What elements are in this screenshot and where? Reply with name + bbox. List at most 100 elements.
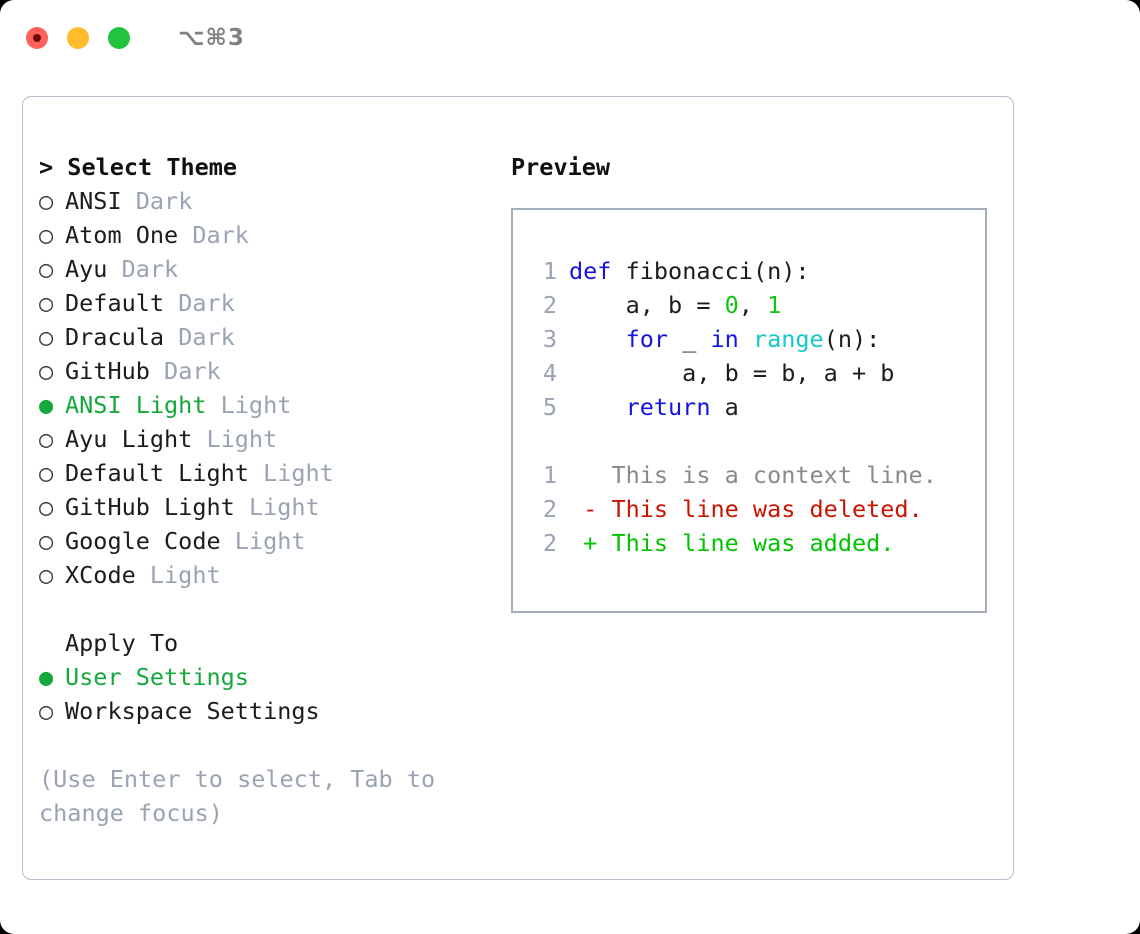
apply-to-option-label: User Settings	[65, 663, 249, 691]
theme-option-name: Default Light	[65, 459, 264, 487]
theme-option-default-light[interactable]: ○ Default Light Light	[39, 456, 501, 490]
diff-line-number: 2	[542, 529, 557, 557]
code-token	[739, 325, 753, 353]
code-token: ,	[738, 291, 768, 319]
diff-line-text: - This line was deleted.	[569, 495, 923, 523]
theme-option-xcode[interactable]: ○ XCode Light	[39, 558, 501, 592]
code-line-number: 5	[542, 393, 557, 421]
radio-unselected-icon[interactable]: ○	[39, 289, 54, 317]
code-line-number: 4	[542, 359, 557, 387]
radio-unselected-icon[interactable]: ○	[39, 323, 54, 351]
keyboard-hint-text: (Use Enter to select, Tab to change focu…	[39, 765, 450, 827]
apply-to-list: ● User Settings ○ Workspace Settings	[39, 660, 501, 728]
code-token	[569, 325, 626, 353]
code-line: 3 for _ in range(n):	[531, 322, 985, 356]
diff-line-text: This is a context line.	[569, 461, 937, 489]
theme-option-variant: Light	[248, 493, 320, 521]
code-token: a, b =	[569, 291, 725, 319]
radio-unselected-icon[interactable]: ○	[39, 357, 54, 385]
theme-option-google-code[interactable]: ○Google Code Light	[39, 524, 501, 558]
diff-line-add: 2 + This line was added.	[531, 526, 985, 560]
theme-option-ansi-light[interactable]: ●ANSI Light Light	[39, 388, 501, 422]
apply-to-option-label: Workspace Settings	[65, 697, 320, 725]
theme-option-variant: Light	[149, 561, 221, 589]
radio-unselected-icon[interactable]: ○	[39, 527, 54, 555]
theme-option-name: ANSI	[65, 187, 136, 215]
theme-option-name: GitHub	[65, 357, 165, 385]
apply-to-option-user-settings[interactable]: ● User Settings	[39, 660, 501, 694]
theme-option-name: Ayu Light	[65, 425, 207, 453]
theme-option-github-light[interactable]: ○ GitHub Light Light	[39, 490, 501, 524]
code-token: def	[569, 257, 612, 285]
code-token: range	[752, 325, 824, 353]
code-token: 1	[767, 291, 782, 319]
maximize-button-icon[interactable]	[108, 27, 130, 49]
theme-option-name: Dracula	[65, 323, 179, 351]
code-token: 0	[724, 291, 739, 319]
radio-selected-icon[interactable]: ●	[39, 391, 54, 419]
close-button-icon[interactable]	[26, 27, 48, 49]
theme-option-atom-one[interactable]: ○Atom One Dark	[39, 218, 501, 252]
radio-unselected-icon[interactable]: ○	[39, 187, 54, 215]
radio-unselected-icon[interactable]: ○	[39, 493, 54, 521]
diff-line-number: 1	[542, 461, 557, 489]
theme-option-variant: Dark	[121, 255, 179, 283]
theme-option-default[interactable]: ○Default Dark	[39, 286, 501, 320]
theme-option-name: XCode	[65, 561, 150, 589]
theme-option-variant: Dark	[164, 357, 221, 385]
radio-selected-icon[interactable]: ●	[39, 663, 54, 691]
window-controls	[26, 27, 130, 49]
theme-option-variant: Dark	[135, 187, 193, 215]
keyboard-shortcut-label: ⌥⌘3	[178, 25, 245, 51]
theme-option-name: Default	[65, 289, 179, 317]
code-token: return	[625, 393, 711, 421]
radio-unselected-icon[interactable]: ○	[39, 425, 54, 453]
diff-line-ctx: 1 This is a context line.	[531, 458, 985, 492]
theme-option-variant: Light	[206, 425, 278, 453]
theme-option-variant: Light	[220, 391, 292, 419]
code-token: a, b = b, a + b	[569, 359, 895, 387]
code-token	[611, 257, 625, 285]
apply-to-heading-marker	[39, 626, 65, 660]
code-line: 4 a, b = b, a + b	[531, 356, 985, 390]
theme-list: ○ANSI Dark○Atom One Dark○Ayu Dark○Defaul…	[39, 184, 501, 592]
diff-line-number: 2	[542, 495, 557, 523]
theme-option-ansi[interactable]: ○ ANSI Dark	[39, 184, 501, 218]
section-spacer	[39, 592, 501, 626]
hint-spacer	[39, 728, 501, 762]
theme-option-variant: Light	[234, 527, 306, 555]
apply-to-heading-label: Apply To	[65, 629, 179, 657]
radio-unselected-icon[interactable]: ○	[39, 255, 54, 283]
radio-unselected-icon[interactable]: ○	[39, 697, 54, 725]
code-line-number: 1	[542, 257, 557, 285]
radio-unselected-icon[interactable]: ○	[39, 221, 54, 249]
code-line-number: 3	[542, 325, 557, 353]
radio-unselected-icon[interactable]: ○	[39, 459, 54, 487]
code-line: 5 return a	[531, 390, 985, 424]
code-token: _	[668, 325, 711, 353]
diff-line-text: + This line was added.	[569, 529, 895, 557]
radio-unselected-icon[interactable]: ○	[39, 561, 54, 589]
apply-to-option-workspace-settings[interactable]: ○ Workspace Settings	[39, 694, 501, 728]
minimize-button-icon[interactable]	[67, 27, 89, 49]
diff-line-del: 2 - This line was deleted.	[531, 492, 985, 526]
theme-option-ayu[interactable]: ○Ayu Dark	[39, 252, 501, 286]
diff-sample: 1 This is a context line.2 - This line w…	[531, 458, 985, 560]
theme-option-dracula[interactable]: ○Dracula Dark	[39, 320, 501, 354]
apply-to-heading: Apply To	[39, 626, 501, 660]
theme-option-github[interactable]: ○ GitHub Dark	[39, 354, 501, 388]
theme-option-variant: Light	[263, 459, 334, 487]
code-token: for	[625, 325, 669, 353]
code-line: 2 a, b = 0, 1	[531, 288, 985, 322]
code-token: fibonacci(n):	[625, 257, 810, 285]
preview-title: Preview	[511, 153, 611, 181]
theme-option-name: GitHub Light	[65, 493, 249, 521]
code-token: a	[710, 393, 739, 421]
code-token	[569, 393, 626, 421]
code-line-number: 2	[542, 291, 557, 319]
main-panel: > Select Theme ○ANSI Dark○Atom One Dark○…	[22, 96, 1014, 880]
theme-option-ayu-light[interactable]: ○ Ayu Light Light	[39, 422, 501, 456]
